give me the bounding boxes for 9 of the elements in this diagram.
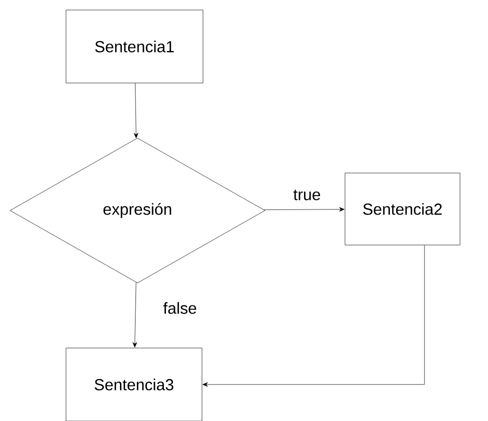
arrow bbox=[202, 245, 425, 387]
process-box: Sentencia3 bbox=[66, 348, 202, 421]
arrow bbox=[132, 282, 138, 348]
arrow bbox=[264, 207, 344, 212]
process-box: Sentencia1 bbox=[66, 10, 204, 84]
arrow bbox=[134, 83, 138, 138]
edge-label: false bbox=[162, 301, 198, 315]
edge-label: true bbox=[292, 188, 322, 202]
process-box: Sentencia2 bbox=[344, 172, 460, 246]
